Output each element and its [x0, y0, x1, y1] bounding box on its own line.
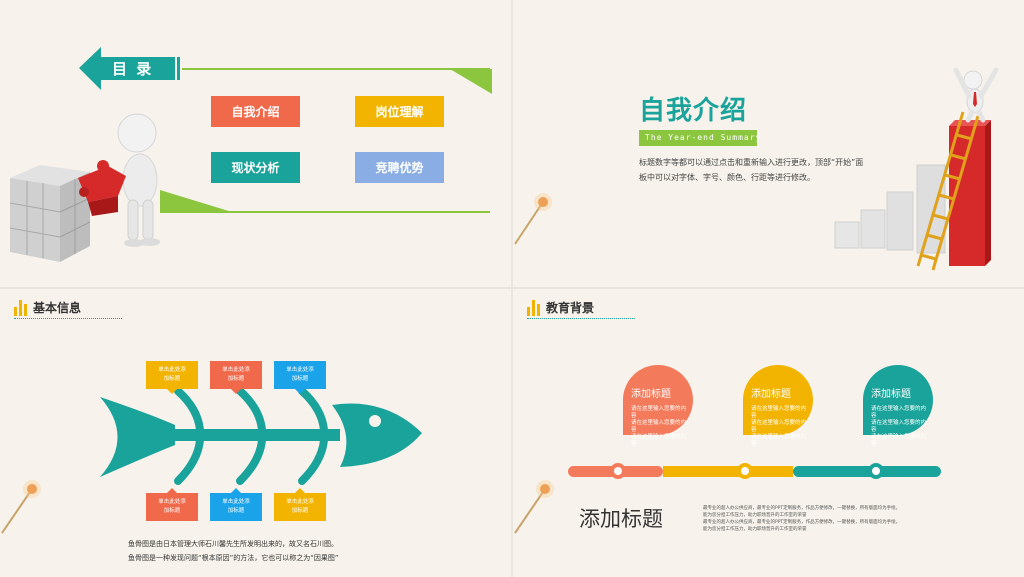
ladder-illustration: [916, 111, 980, 271]
bubble-1-title: 添加标题: [631, 389, 671, 400]
slide-basic-info[interactable]: 基本信息 单击此处添加标题 单击此处添加标题 单击此处添加标题 单击此处添加标题…: [0, 289, 511, 577]
description-line-2: 板中可以对字体、字号、颜色、行距等进行修改。: [639, 173, 815, 182]
matchstick-icon: [1, 491, 31, 534]
fishbone-note-line-1: 鱼骨图是由日本管理大师石川馨先生所发明出来的，故又名石川图。: [128, 540, 338, 548]
section-header: 教育背景: [527, 299, 594, 316]
section-description: 标题数字等都可以通过点击和重新输入进行更改，顶部“开始”面 板中可以对字体、字号…: [639, 155, 899, 185]
slide-self-intro[interactable]: 自我介绍 The Year-end Summary 标题数字等都可以通过点击和重…: [513, 0, 1024, 287]
bubble-3-title: 添加标题: [871, 389, 911, 400]
victorious-figure-illustration: [953, 67, 999, 123]
matchstick-icon: [514, 204, 542, 245]
timeline-decoration: [514, 365, 941, 534]
self-intro-decoration: [514, 67, 999, 271]
fish-eye: [369, 415, 381, 427]
bubble-1-content[interactable]: 添加标题 请在这里输入您要的内容 请在这里输入您要的内容 请在这里输入您要的内容: [631, 385, 691, 448]
fishbone-label-top-3[interactable]: 单击此处添加标题: [274, 361, 326, 394]
fish-spine: [170, 429, 340, 441]
section-title: 自我介绍: [639, 96, 748, 126]
big-title: 添加标题: [579, 507, 663, 531]
back-arrow-banner: [79, 47, 175, 90]
fish-head: [332, 403, 422, 467]
menu-item-status-analysis[interactable]: 现状分析: [211, 152, 300, 183]
fishbone-label-top-2[interactable]: 单击此处添加标题: [210, 361, 262, 394]
fishbone-label-bottom-3[interactable]: 单击此处添加标题: [274, 488, 326, 521]
section-title: 教育背景: [546, 301, 595, 315]
fishbone-note: 鱼骨图是由日本管理大师石川馨先生所发明出来的，故又名石川图。 鱼骨图是一种发现问…: [128, 537, 339, 565]
bar-icon: [14, 299, 27, 316]
bubble-2-title: 添加标题: [751, 389, 791, 400]
header-divider: [527, 318, 635, 319]
matchstick-icon: [514, 491, 544, 534]
bar-icon: [527, 299, 540, 316]
section-title: 基本信息: [33, 301, 82, 315]
fishbone-note-line-2: 鱼骨图是一种发现问题“根本原因”的方法，它也可以称之为“因果图”: [128, 554, 339, 562]
bubble-3: [863, 365, 933, 435]
fish-tail: [100, 397, 175, 477]
bar-chart-illustration: [834, 120, 991, 266]
body-paragraph: 最专业的超人办公供应商，最专业的PPT定制服务，作品方便修改，一键替换，所有版面…: [703, 506, 901, 532]
section-header: 基本信息: [14, 299, 81, 316]
fishbone-label-bottom-1[interactable]: 单击此处添加标题: [146, 488, 198, 521]
menu-item-self-intro[interactable]: 自我介绍: [211, 96, 300, 127]
fishbone-diagram: [1, 387, 422, 534]
section-subtitle: The Year-end Summary: [645, 133, 762, 142]
header-divider: [14, 318, 122, 319]
puzzle-cube-illustration: [9, 165, 91, 262]
contents-title: 目 录: [112, 60, 154, 78]
slide-education[interactable]: 教育背景 添加标题 请在这里输入您要的内容 请在这里输入您要的内容 请在这里输入…: [513, 289, 1024, 577]
figure-with-red-puzzle-illustration: [78, 113, 160, 247]
fishbone-label-top-1[interactable]: 单击此处添加标题: [146, 361, 198, 394]
slide-contents[interactable]: 目 录 自我介绍 岗位理解 现状分析 竞聘优势: [0, 0, 511, 287]
description-line-1: 标题数字等都可以通过点击和重新输入进行更改，顶部“开始”面: [639, 158, 864, 167]
bubble-2: [743, 365, 813, 435]
bubble-3-content[interactable]: 添加标题 请在这里输入您要的内容 请在这里输入您要的内容 请在这里输入您要的内容: [871, 385, 931, 448]
menu-item-advantages[interactable]: 竞聘优势: [355, 152, 444, 183]
bubble-2-content[interactable]: 添加标题 请在这里输入您要的内容 请在这里输入您要的内容 请在这里输入您要的内容: [751, 385, 811, 448]
contents-decoration: [9, 47, 492, 262]
menu-item-job-understanding[interactable]: 岗位理解: [355, 96, 444, 127]
fishbone-label-bottom-2[interactable]: 单击此处添加标题: [210, 488, 262, 521]
bubble-1: [623, 365, 693, 435]
